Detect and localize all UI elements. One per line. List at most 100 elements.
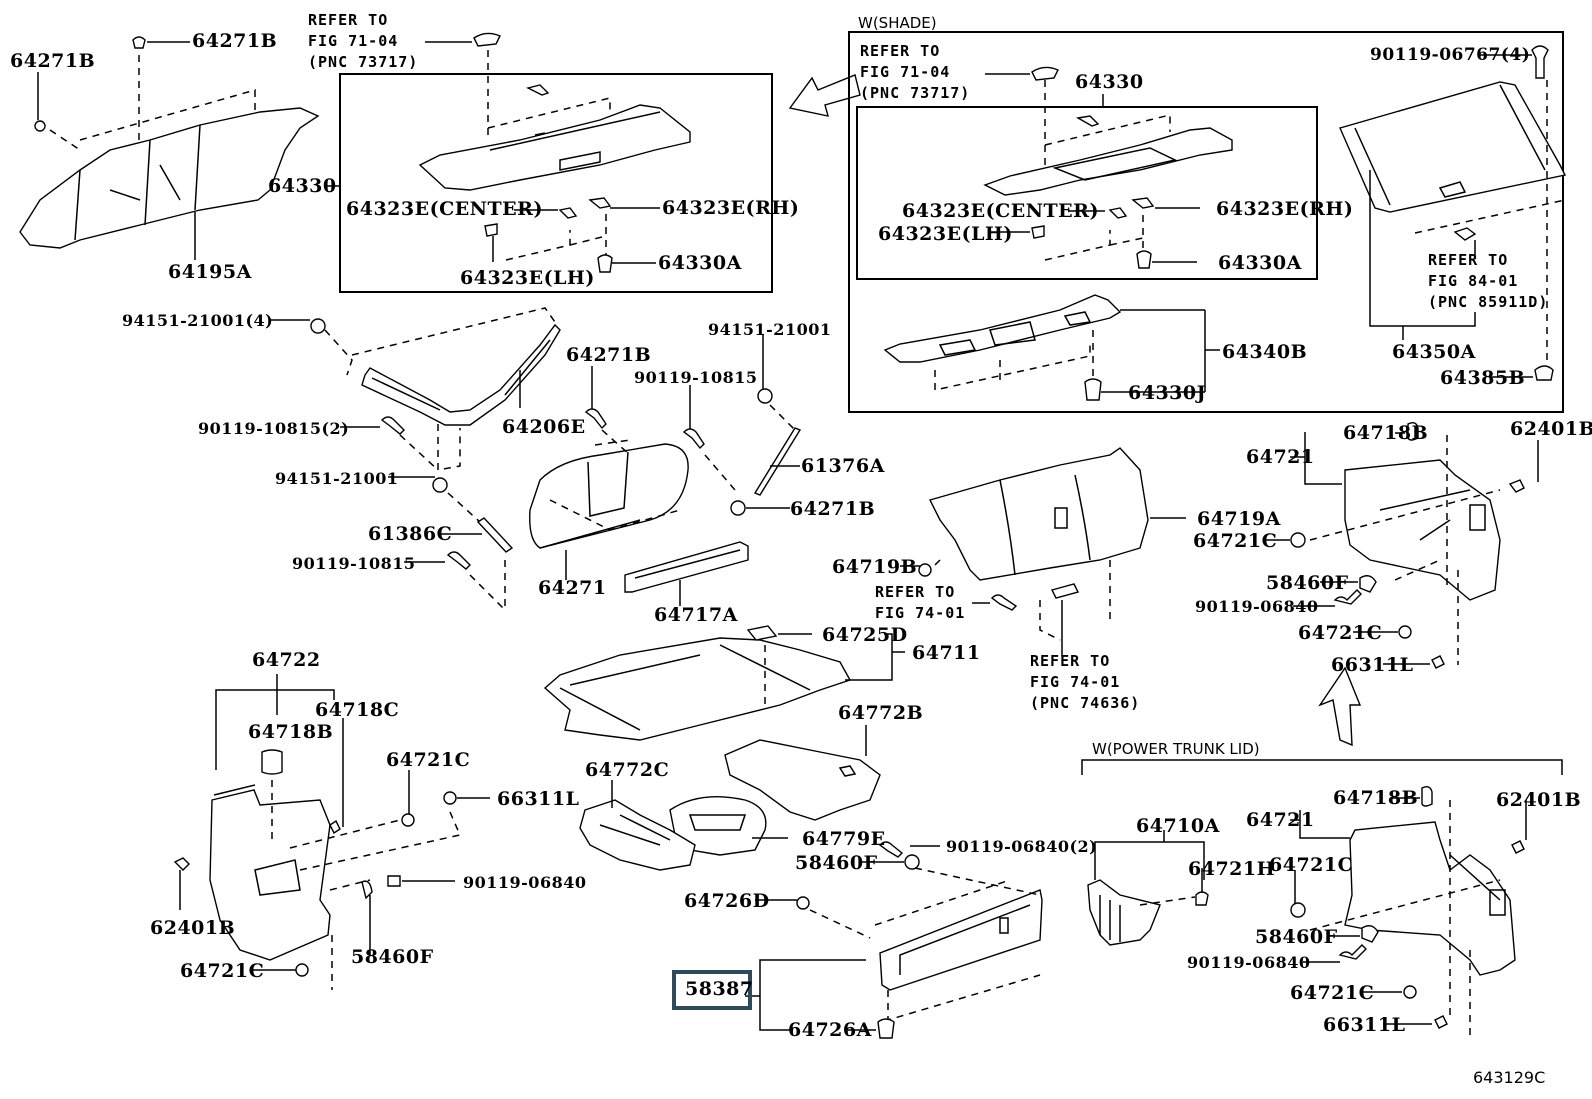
- part-label-62401B[interactable]: 62401B: [1510, 418, 1592, 440]
- part-label-58460F[interactable]: 58460F: [1266, 572, 1349, 594]
- part-label-64330J[interactable]: 64330J: [1128, 382, 1207, 404]
- group-header-shade: W(SHADE): [858, 14, 937, 32]
- part-label-66311L[interactable]: 66311L: [1331, 654, 1414, 676]
- part-label-64725D[interactable]: 64725D: [822, 624, 908, 646]
- part-64719A-drawing: [924, 447, 1149, 641]
- part-label-64323E-lh[interactable]: 64323E(LH): [878, 223, 1013, 245]
- part-label-64721H[interactable]: 64721H: [1188, 858, 1276, 880]
- part-label-66311L[interactable]: 66311L: [1323, 1014, 1406, 1036]
- part-label-90119-10815[interactable]: 90119-10815: [634, 368, 758, 387]
- part-64330-drawing: [418, 84, 691, 191]
- part-64271-drawing: [529, 439, 689, 549]
- part-label-64711[interactable]: 64711: [912, 642, 981, 664]
- part-label-58387[interactable]: 58387: [685, 978, 754, 1000]
- part-label-64721C[interactable]: 64721C: [386, 749, 471, 771]
- part-label-64719A[interactable]: 64719A: [1197, 508, 1281, 530]
- part-label-64385B[interactable]: 64385B: [1440, 367, 1526, 389]
- part-label-90119-10815[interactable]: 90119-10815(2): [198, 419, 350, 438]
- part-label-64340B[interactable]: 64340B: [1222, 341, 1308, 363]
- part-label-64718C[interactable]: 64718C: [315, 699, 400, 721]
- part-label-94151-21001[interactable]: 94151-21001: [708, 320, 832, 339]
- refer-to-fig-74-01-pnc-74636: REFER TO FIG 74-01 (PNC 74636): [1030, 652, 1141, 712]
- part-label-64323E-rh[interactable]: 64323E(RH): [1216, 198, 1354, 220]
- part-label-62401B[interactable]: 62401B: [1496, 789, 1582, 811]
- part-label-64323E-lh[interactable]: 64323E(LH): [460, 267, 595, 289]
- part-label-64206E[interactable]: 64206E: [502, 416, 586, 438]
- part-label-64271B[interactable]: 64271B: [566, 344, 652, 366]
- part-label-64721C[interactable]: 64721C: [1193, 530, 1278, 552]
- refer-to-fig-84-01: REFER TO FIG 84-01 (PNC 85911D): [1428, 251, 1549, 311]
- diagram-code: 643129C: [1473, 1068, 1546, 1087]
- part-64710A-drawing: [1087, 879, 1196, 946]
- group-bracket-power-trunk-lid: [1081, 759, 1563, 775]
- part-label-64721C[interactable]: 64721C: [1269, 854, 1354, 876]
- part-label-64330A[interactable]: 64330A: [1218, 252, 1302, 274]
- part-label-64330[interactable]: 64330: [268, 175, 337, 197]
- part-label-64271[interactable]: 64271: [538, 577, 607, 599]
- part-label-90119-06840[interactable]: 90119-06840: [1187, 953, 1311, 972]
- group-box-64330: [339, 73, 773, 293]
- group-header-power-trunk-lid: W(POWER TRUNK LID): [1092, 740, 1260, 758]
- part-64340B-drawing: [883, 294, 1122, 391]
- part-label-64323E-center[interactable]: 64323E(CENTER): [346, 198, 543, 220]
- part-label-64350A[interactable]: 64350A: [1392, 341, 1476, 363]
- part-label-64271B[interactable]: 64271B: [790, 498, 876, 520]
- part-58387-drawing: [809, 867, 1043, 1022]
- part-label-61386C[interactable]: 61386C: [368, 523, 453, 545]
- part-64206E-drawing: [324, 307, 561, 471]
- refer-to-fig-71-04: REFER TO FIG 71-04 (PNC 73717): [308, 11, 419, 71]
- part-label-64323E-rh[interactable]: 64323E(RH): [662, 197, 800, 219]
- part-label-64330[interactable]: 64330: [1075, 71, 1144, 93]
- part-label-58460F[interactable]: 58460F: [795, 852, 878, 874]
- part-label-64718B[interactable]: 64718B: [1343, 422, 1429, 444]
- part-label-90119-06840[interactable]: 90119-06840(2): [946, 837, 1098, 856]
- part-label-90119-06840[interactable]: 90119-06840: [463, 873, 587, 892]
- part-label-90119-06840[interactable]: 90119-06840: [1195, 597, 1319, 616]
- part-label-64772C[interactable]: 64772C: [585, 759, 670, 781]
- part-label-64330A[interactable]: 64330A: [658, 252, 742, 274]
- group-box-shade: [848, 31, 1564, 413]
- part-label-64772B[interactable]: 64772B: [838, 702, 924, 724]
- part-64330-shade-drawing: [983, 114, 1233, 196]
- part-label-94151-21001[interactable]: 94151-21001: [275, 469, 399, 488]
- part-64772B-drawing: [724, 739, 881, 821]
- part-label-62401B[interactable]: 62401B: [150, 917, 236, 939]
- refer-to-fig-74-01: REFER TO FIG 74-01: [875, 583, 966, 622]
- part-64721-upper-drawing: [1309, 435, 1501, 665]
- part-label-64726D[interactable]: 64726D: [684, 890, 770, 912]
- part-label-64323E-center[interactable]: 64323E(CENTER): [902, 200, 1099, 222]
- part-label-64718B[interactable]: 64718B: [1333, 787, 1419, 809]
- part-64195A-drawing: [19, 36, 320, 249]
- part-label-64779E[interactable]: 64779E: [802, 828, 886, 850]
- part-label-58460F[interactable]: 58460F: [351, 946, 434, 968]
- group-box-64330-shade: [856, 106, 1318, 280]
- part-label-64721C[interactable]: 64721C: [180, 960, 265, 982]
- part-label-64718B[interactable]: 64718B: [248, 721, 334, 743]
- part-label-64710A[interactable]: 64710A: [1136, 815, 1220, 837]
- refer-to-fig-71-04: REFER TO FIG 71-04 (PNC 73717): [860, 42, 971, 102]
- part-label-64722[interactable]: 64722: [252, 649, 321, 671]
- part-label-94151-21001[interactable]: 94151-21001(4): [122, 311, 274, 330]
- part-label-64271B[interactable]: 64271B: [192, 30, 278, 52]
- part-label-64721[interactable]: 64721: [1246, 446, 1315, 468]
- part-label-64195A[interactable]: 64195A: [168, 261, 252, 283]
- part-label-61376A[interactable]: 61376A: [801, 455, 885, 477]
- part-label-64721C[interactable]: 64721C: [1298, 622, 1383, 644]
- arrow-left-icon: [788, 74, 861, 117]
- part-64350A-drawing: [1339, 81, 1567, 234]
- part-64711-drawing: [543, 637, 852, 741]
- part-64779E-drawing: [669, 795, 767, 856]
- part-label-64271B[interactable]: 64271B: [10, 50, 96, 72]
- part-64772C-drawing: [579, 799, 696, 871]
- part-label-90119-10815[interactable]: 90119-10815: [292, 554, 416, 573]
- part-label-90119-06767[interactable]: 90119-06767(4): [1370, 45, 1531, 65]
- part-label-58460F[interactable]: 58460F: [1255, 926, 1338, 948]
- part-label-66311L[interactable]: 66311L: [497, 788, 580, 810]
- highlight-box: [672, 970, 752, 1010]
- part-label-64719B[interactable]: 64719B: [832, 556, 918, 578]
- part-label-64717A[interactable]: 64717A: [654, 604, 738, 626]
- part-label-64721[interactable]: 64721: [1246, 809, 1315, 831]
- part-label-64721C[interactable]: 64721C: [1290, 982, 1375, 1004]
- part-label-64726A[interactable]: 64726A: [788, 1019, 872, 1041]
